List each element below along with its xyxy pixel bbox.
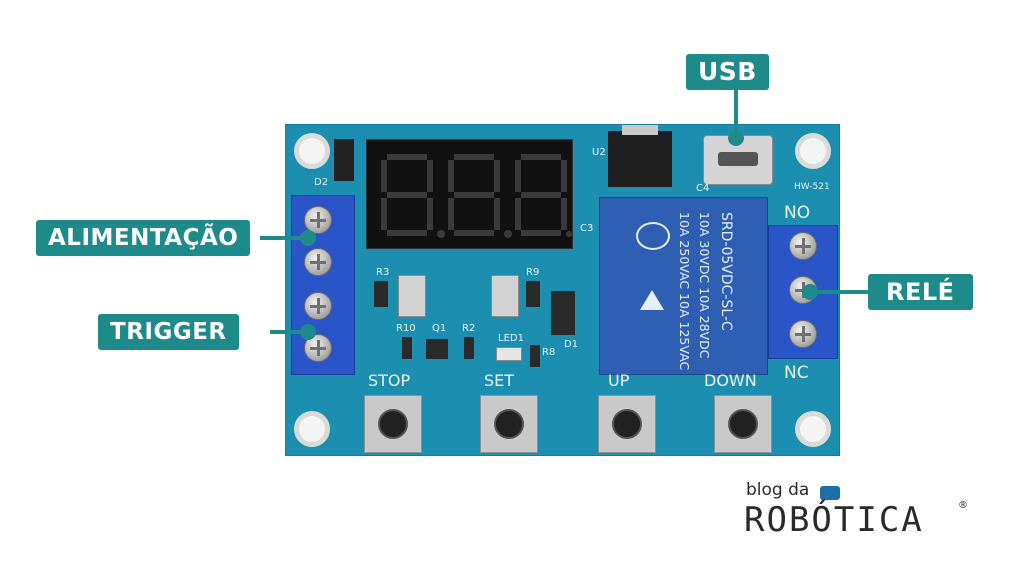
relay-model: SRD-05VDC-SL-C <box>718 212 734 331</box>
relay-spec-line1: 10A 250VAC 10A 125VAC <box>677 212 692 371</box>
screw-terminal <box>304 248 332 276</box>
label-r3: R3 <box>376 267 390 278</box>
mounting-hole <box>795 411 831 447</box>
button-label-down: DOWN <box>704 371 757 390</box>
callout-trigger: TRIGGER <box>98 314 239 350</box>
regulator-u2 <box>608 131 672 187</box>
display-digits <box>381 154 572 238</box>
callout-line-rele <box>812 290 872 294</box>
label-d2: D2 <box>314 177 329 188</box>
mounting-hole <box>795 133 831 169</box>
certification-mark <box>636 222 670 250</box>
mosfet-chip <box>398 275 426 317</box>
screw-terminal <box>789 320 817 348</box>
label-led1: LED1 <box>498 333 524 344</box>
label-c4: C4 <box>696 183 710 194</box>
smd-resistor <box>374 281 388 307</box>
up-button[interactable] <box>598 395 656 453</box>
brand-logo: blog da ROBÓTICA ® <box>744 480 974 544</box>
callout-dot-trigger <box>300 324 316 340</box>
label-c3: C3 <box>580 223 594 234</box>
relay-spec-line2: 10A 30VDC 10A 28VDC <box>697 212 712 359</box>
down-button[interactable] <box>714 395 772 453</box>
button-label-stop: STOP <box>368 371 411 390</box>
smd-resistor <box>402 337 412 359</box>
label-r2: R2 <box>462 323 476 334</box>
seven-segment-display <box>366 139 573 249</box>
brand-line1: blog da <box>746 480 810 500</box>
label-r10: R10 <box>396 323 416 334</box>
robot-icon <box>820 486 840 500</box>
label-r8: R8 <box>542 347 556 358</box>
label-q1: Q1 <box>432 323 447 334</box>
led-indicator <box>496 347 522 361</box>
regulator-tab <box>622 125 658 135</box>
callout-usb: USB <box>686 54 769 90</box>
mounting-hole <box>294 133 330 169</box>
smd-resistor <box>464 337 474 359</box>
screw-terminal <box>304 206 332 234</box>
mounting-hole <box>294 411 330 447</box>
button-label-up: UP <box>608 371 630 390</box>
callout-line-alimentacao <box>260 236 310 240</box>
label-nc: NC <box>784 363 809 383</box>
power-trigger-terminal-block <box>291 195 355 375</box>
transistor-q1 <box>426 339 448 359</box>
brand-line2: ROBÓTICA <box>744 500 924 540</box>
callout-rele: RELÉ <box>868 274 973 310</box>
board-model-label: HW-521 <box>794 182 830 192</box>
label-r9: R9 <box>526 267 540 278</box>
smd-resistor <box>526 281 540 307</box>
label-u2: U2 <box>592 147 606 158</box>
callout-dot-usb <box>728 130 744 146</box>
set-button[interactable] <box>480 395 538 453</box>
smd-resistor <box>530 345 540 367</box>
diode-d1 <box>551 291 575 335</box>
button-label-set: SET <box>484 371 515 390</box>
callout-line-trigger <box>270 330 310 334</box>
diode-d2 <box>334 139 354 181</box>
stop-button[interactable] <box>364 395 422 453</box>
warning-triangle-icon <box>640 290 664 310</box>
callout-line-usb <box>734 90 738 134</box>
screw-terminal <box>789 232 817 260</box>
registered-mark: ® <box>958 500 968 511</box>
label-no: NO <box>784 203 811 223</box>
callout-dot-alimentacao <box>300 230 316 246</box>
relay-module-board: D2 U2 C3 C4 HW-521 <box>285 124 840 456</box>
screw-terminal <box>304 292 332 320</box>
relay-component: 10A 250VAC 10A 125VAC 10A 30VDC 10A 28VD… <box>599 197 768 375</box>
callout-alimentacao: ALIMENTAÇÃO <box>36 220 251 256</box>
label-d1: D1 <box>564 339 579 350</box>
callout-dot-rele <box>802 284 818 300</box>
mosfet-chip <box>491 275 519 317</box>
